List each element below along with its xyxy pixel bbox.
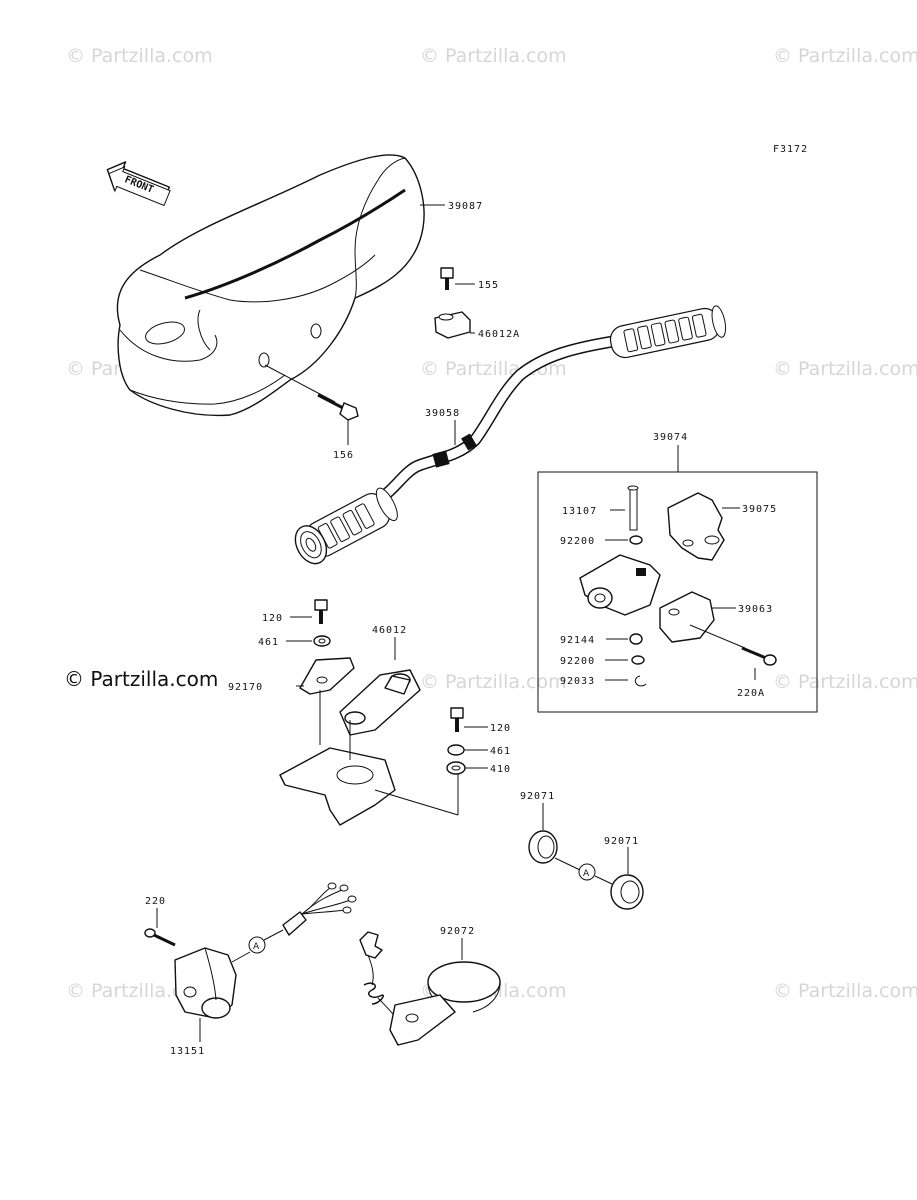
- ref-marker-text: A: [583, 869, 590, 879]
- handlebar-39058: [374, 336, 616, 504]
- washer-92200-top: [605, 535, 643, 545]
- part-label-410: 410: [490, 764, 511, 775]
- part-label-461-upper: 461: [258, 637, 279, 648]
- front-arrow-icon: FRONT: [106, 161, 171, 207]
- bolt-120-lower: [450, 707, 488, 732]
- throttle-housing: [579, 554, 661, 616]
- clip-92033: [605, 675, 647, 687]
- bracket-92170: [296, 657, 355, 695]
- grommet-92071-left: [528, 803, 581, 871]
- lever-39075: [667, 492, 740, 561]
- part-label-120-lower: 120: [490, 723, 511, 734]
- part-label-92200-top: 92200: [560, 536, 595, 547]
- part-label-92071-left: 92071: [520, 791, 555, 802]
- left-grip: [294, 487, 398, 565]
- part-label-92170: 92170: [228, 682, 263, 693]
- part-label-92071-right: 92071: [604, 836, 639, 847]
- part-label-92072: 92072: [440, 926, 475, 937]
- holder-46012A: [434, 311, 475, 339]
- watermarks: © Partzilla.com © Partzilla.com © Partzi…: [64, 45, 917, 1002]
- bolt-155: [440, 267, 475, 290]
- hood-cover-39087: [116, 154, 425, 417]
- part-label-39087: 39087: [448, 201, 483, 212]
- part-label-39074: 39074: [653, 432, 688, 443]
- washer-92200-bottom: [605, 655, 645, 665]
- right-grip: [609, 305, 727, 359]
- part-label-461-lower: 461: [490, 746, 511, 757]
- part-label-46012: 46012: [372, 625, 407, 636]
- spring-92144: [606, 633, 643, 645]
- part-label-92144: 92144: [560, 635, 595, 646]
- throttle-assembly-39074: [537, 445, 818, 713]
- part-label-92200-bottom: 92200: [560, 656, 595, 667]
- part-label-220A: 220A: [737, 688, 765, 699]
- part-label-120-upper: 120: [262, 613, 283, 624]
- washer-461-lower: [447, 744, 488, 756]
- part-label-155: 155: [478, 280, 499, 291]
- ref-marker-A-left: A: [248, 936, 266, 954]
- part-label-39058: 39058: [425, 408, 460, 419]
- switch-13151: [174, 947, 251, 1042]
- part-label-92033: 92033: [560, 676, 595, 687]
- part-label-220: 220: [145, 896, 166, 907]
- ref-marker-A-right: A: [578, 863, 613, 885]
- figure-code: F3172: [773, 144, 808, 155]
- watermark-text: © Partzilla.com: [773, 980, 917, 1002]
- cover-39063: [659, 591, 736, 643]
- watermark-main: © Partzilla.com: [64, 667, 218, 691]
- wire-harness: [263, 882, 357, 941]
- watermark-text: © Partzilla.com: [773, 45, 917, 67]
- watermark-text: © Partzilla.com: [773, 671, 917, 693]
- holder-46012: [279, 637, 459, 826]
- washer-410: [446, 761, 488, 775]
- ref-marker-text: A: [253, 942, 260, 952]
- watermark-text: © Partzilla.com: [420, 45, 567, 67]
- part-label-46012A: 46012A: [478, 329, 520, 340]
- grommet-92071-right: [610, 847, 644, 910]
- watermark-text: © Partzilla.com: [773, 358, 917, 380]
- part-label-156: 156: [333, 450, 354, 461]
- watermark-text: © Partzilla.com: [420, 671, 567, 693]
- part-label-13151: 13151: [170, 1046, 205, 1057]
- pin-13107: [610, 485, 639, 531]
- washer-461-upper: [286, 635, 331, 647]
- part-label-39075: 39075: [742, 504, 777, 515]
- bolt-120-upper: [290, 599, 328, 624]
- bolt-220A: [689, 624, 777, 680]
- clamp-92072: [389, 938, 501, 1046]
- watermark-text: © Partzilla.com: [66, 45, 213, 67]
- bolt-220: [144, 908, 176, 947]
- part-label-39063: 39063: [738, 604, 773, 615]
- part-label-13107: 13107: [562, 506, 597, 517]
- bolt-156: [264, 364, 359, 445]
